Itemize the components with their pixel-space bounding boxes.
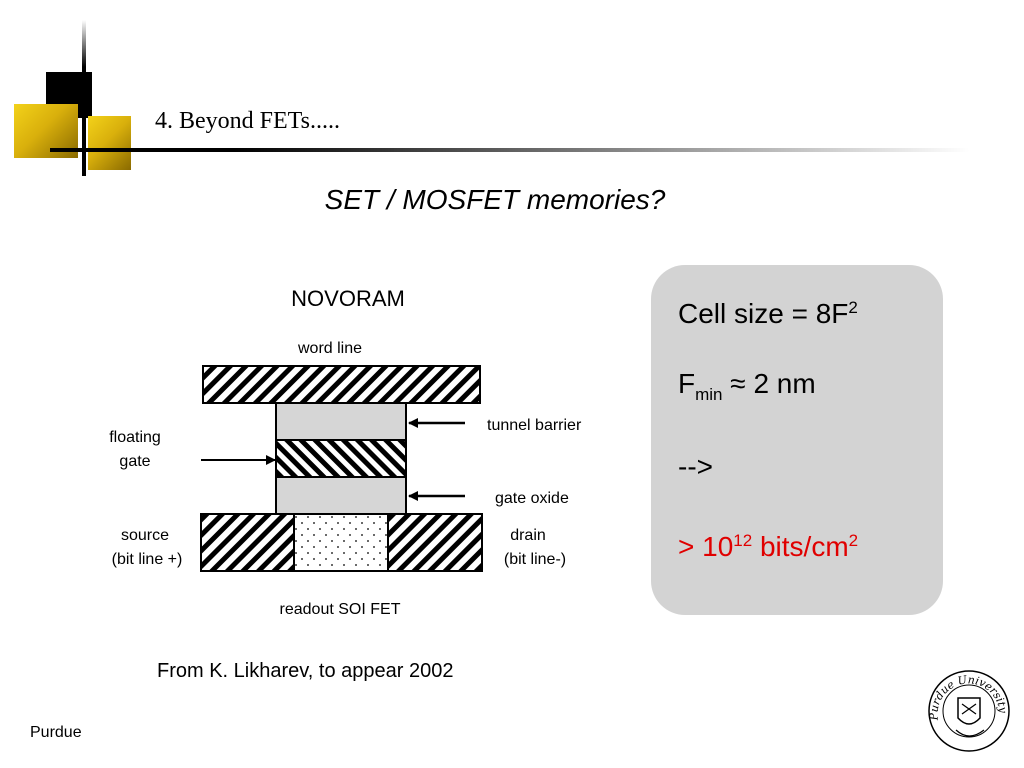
drain-label-line2: (bit line-) (504, 551, 566, 568)
gate-oxide-label: gate oxide (495, 490, 569, 507)
info-box (651, 265, 943, 615)
cell-size-exponent: 2 (848, 298, 858, 317)
tunnel-barrier-label: tunnel barrier (487, 417, 582, 434)
source-label-line2: (bit line +) (112, 551, 183, 568)
density-unit-exponent: 2 (848, 531, 859, 550)
source-region (200, 513, 295, 572)
novoram-diagram: NOVORAM word line tunnel barrier floatin… (109, 286, 582, 618)
slide-title: 4. Beyond FETs..... (155, 108, 340, 134)
density-exponent: 12 (733, 531, 753, 550)
title-underline (50, 148, 970, 152)
floating-gate-layer (275, 439, 407, 478)
decor-vertical-line (82, 20, 86, 176)
cell-size-line: Cell size = 8F2 (678, 298, 858, 330)
decor-gold-square-right (88, 116, 131, 170)
gate-oxide-layer (275, 476, 407, 515)
purdue-seal-logo: Purdue University (927, 670, 1010, 752)
floating-gate-label-line2: gate (119, 453, 150, 470)
fmin-subscript: min (695, 385, 723, 404)
slide-subtitle: SET / MOSFET memories? (324, 184, 666, 215)
fmin-symbol: F (678, 368, 696, 399)
fmin-line: Fmin ≈ 2 nm (678, 368, 816, 403)
source-label-line1: source (121, 527, 169, 544)
word-line-label: word line (297, 340, 362, 357)
drain-label-line1: drain (510, 527, 546, 544)
arrow-line: --> (678, 451, 713, 482)
density-line: > 1012 bits/cm2 (678, 531, 858, 563)
channel-region (293, 513, 389, 572)
drain-region (387, 513, 483, 572)
density-unit: bits/cm (752, 531, 849, 562)
diagram-heading: NOVORAM (291, 286, 405, 311)
tunnel-barrier-layer (275, 402, 407, 441)
readout-label: readout SOI FET (280, 601, 401, 618)
word-line-layer (202, 365, 481, 404)
fmin-value: ≈ 2 nm (722, 368, 816, 399)
footer-text: Purdue (30, 724, 82, 741)
floating-gate-label-line1: floating (109, 429, 161, 446)
cell-size-text: Cell size = 8F (678, 298, 849, 329)
density-prefix: > 10 (678, 531, 734, 562)
source-caption: From K. Likharev, to appear 2002 (157, 660, 454, 682)
